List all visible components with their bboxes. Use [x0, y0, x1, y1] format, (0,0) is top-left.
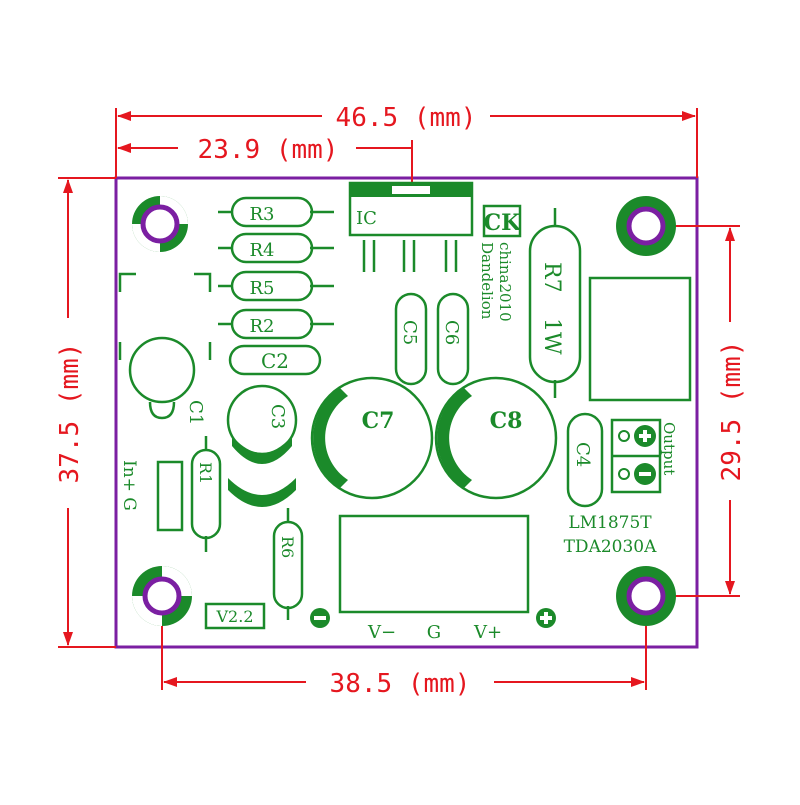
dimension-ic-offset — [117, 140, 413, 188]
label-r3: R3 — [249, 204, 274, 225]
resistor-r5-outline — [218, 270, 334, 302]
dimension-board-height-label: 37.5 (mm) — [55, 343, 85, 484]
ic-pins — [362, 240, 458, 272]
capacitor-c3-band — [232, 436, 292, 464]
version-box — [204, 602, 266, 630]
label-c3: C3 — [267, 404, 288, 429]
mounting-hole-top-right — [616, 196, 676, 256]
label-power-v-plus: V+ — [473, 622, 502, 643]
capacitor-c7 — [310, 376, 434, 500]
resistor-r4-outline — [218, 232, 334, 264]
label-ck-logo: CK — [484, 210, 522, 236]
capacitor-c6-outline — [436, 292, 470, 386]
label-r4: R4 — [249, 240, 274, 261]
label-r7-power: 1W — [539, 318, 564, 355]
label-c5: C5 — [399, 320, 420, 345]
board-outline — [114, 176, 699, 649]
label-ic: IC — [356, 208, 377, 229]
label-chip-line2: TDA2030A — [564, 537, 658, 557]
label-brand-line1: china2010 — [496, 242, 514, 322]
label-r1: R1 — [196, 462, 215, 484]
capacitor-arc — [228, 478, 296, 507]
label-chip-line1: LM1875T — [568, 513, 652, 533]
label-power-v-minus: V− — [367, 622, 396, 643]
resistor-r2-outline — [218, 308, 334, 340]
mounting-hole-top-left — [132, 196, 188, 252]
resistor-r3-outline — [218, 196, 334, 228]
resistor-r1-outline — [190, 436, 222, 552]
dimension-board-width-label: 46.5 (mm) — [336, 103, 477, 133]
dimension-board-height — [58, 177, 116, 648]
label-r7: R7 — [539, 262, 564, 293]
label-c1: C1 — [185, 400, 206, 425]
label-r6: R6 — [278, 536, 297, 558]
label-c6: C6 — [441, 320, 462, 345]
chip-heatsink-box — [338, 514, 530, 614]
label-c8: C8 — [490, 408, 523, 434]
capacitor-c2-outline — [228, 344, 322, 376]
label-r5: R5 — [249, 278, 274, 299]
label-c2: C2 — [261, 349, 289, 373]
capacitor-c8 — [434, 376, 558, 500]
dimension-board-width — [115, 108, 698, 178]
dimension-ic-offset-label: 23.9 (mm) — [198, 135, 339, 165]
mounting-hole-bottom-left — [132, 566, 192, 626]
input-terminal-box — [156, 460, 184, 532]
dimension-hole-horizontal-label: 38.5 (mm) — [330, 669, 471, 699]
resistor-r6-outline — [272, 508, 304, 620]
label-brand-line2: Dandelion — [478, 242, 496, 320]
label-c7: C7 — [362, 408, 395, 434]
ck-logo-box — [482, 204, 522, 238]
dimension-hole-vertical-label: 29.5 (mm) — [717, 341, 747, 482]
label-output: Output — [660, 422, 678, 475]
label-r2: R2 — [249, 316, 274, 337]
resistor-r7-outline — [528, 208, 582, 398]
component-box-right — [588, 276, 692, 402]
label-input: In+ G — [119, 460, 139, 511]
capacitor-c4-outline — [566, 412, 604, 508]
capacitor-c1-outline — [118, 272, 212, 420]
label-power-g: G — [427, 622, 441, 643]
capacitor-c5-outline — [394, 292, 428, 386]
label-c4: C4 — [572, 442, 593, 467]
label-version: V2.2 — [216, 607, 254, 626]
mounting-hole-bottom-right — [616, 566, 676, 626]
